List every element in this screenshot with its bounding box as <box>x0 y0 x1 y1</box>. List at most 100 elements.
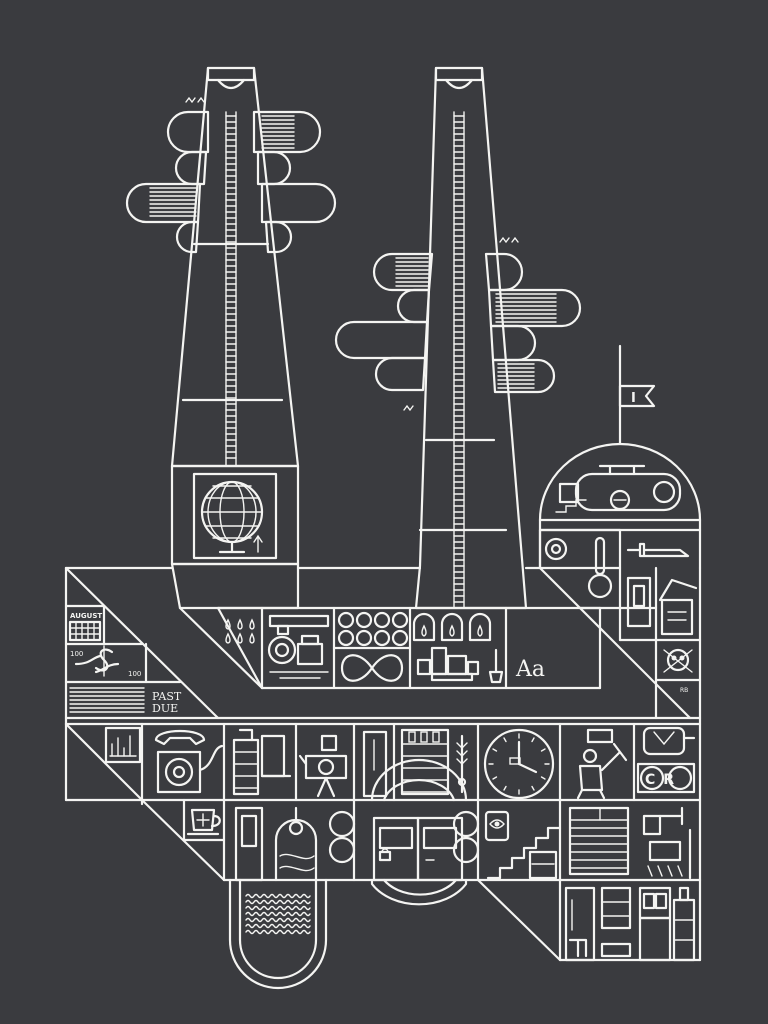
sword-icon <box>626 542 690 558</box>
globe-panel <box>170 464 300 566</box>
left-smokestack <box>170 66 300 610</box>
bill-high-value: 100 <box>128 670 141 678</box>
clock-tick <box>540 776 546 780</box>
dollar-bill-icon: 100 100 <box>70 645 141 678</box>
clock-icon <box>483 728 555 800</box>
flask <box>468 612 492 642</box>
clock-tick <box>503 785 507 791</box>
flask-drop <box>477 624 483 637</box>
office-door-icon <box>234 806 264 882</box>
raindrop <box>225 632 231 644</box>
tools-rack-icon <box>642 806 692 880</box>
bottle <box>408 731 416 743</box>
water-wave <box>245 893 311 899</box>
grid-circle <box>355 629 373 647</box>
bottle <box>420 731 428 743</box>
telescope-icon <box>555 464 682 513</box>
past-due-line2: DUE <box>152 702 178 715</box>
raindrop <box>237 632 243 644</box>
flag-icon <box>618 384 656 408</box>
water-wave <box>245 905 311 911</box>
grid-circle <box>373 629 391 647</box>
rain-drops-icon <box>225 618 255 644</box>
raindrop <box>249 618 255 630</box>
drawers-icon <box>672 898 696 962</box>
boxes-icon <box>416 646 480 682</box>
raindrop <box>249 632 255 644</box>
flag-letter: I <box>631 391 636 406</box>
door-tall-icon <box>362 730 388 798</box>
raindrop <box>225 618 231 630</box>
chair-icon <box>568 938 588 958</box>
flasks-icon <box>412 612 492 642</box>
oil-can-icon <box>642 726 696 756</box>
files-frame <box>568 806 630 876</box>
clock-tick <box>492 748 498 752</box>
clock-tick <box>492 776 498 780</box>
desk-frame <box>232 738 260 796</box>
grid-circle <box>337 611 355 629</box>
water-wave <box>245 923 311 929</box>
flask <box>440 612 464 642</box>
copyright-badges: CR <box>636 762 696 794</box>
calendar-icon <box>68 620 102 642</box>
flask-drop <box>421 624 427 637</box>
clock-tick <box>503 737 507 743</box>
globe-icon <box>200 480 264 554</box>
desk-drawers-icon <box>232 728 292 796</box>
room-door-icon <box>564 886 596 962</box>
left-smoke-cloud <box>125 96 337 254</box>
grid-circle <box>337 629 355 647</box>
bed-icon <box>600 942 632 958</box>
typeface-sample: Aa <box>515 657 545 682</box>
cabinet-icon <box>626 576 652 628</box>
water-waves <box>245 893 311 935</box>
flask <box>412 612 436 642</box>
bill-low-value: 100 <box>70 650 83 658</box>
grid-circle <box>373 611 391 629</box>
ledger-lines <box>69 687 145 713</box>
water-wave <box>245 899 311 905</box>
copyright-letters: CR <box>645 772 682 788</box>
past-due-line1: PAST <box>152 690 182 703</box>
desk-monitor <box>260 734 286 778</box>
desk-lamp <box>238 728 254 742</box>
padlock-icon <box>378 850 392 862</box>
right-smokestack <box>414 66 528 610</box>
calendar-month: AUGUST <box>70 612 102 620</box>
observatory-dome: I <box>538 344 702 599</box>
infinity-icon <box>340 654 404 682</box>
clock-tick <box>540 748 546 752</box>
bookshelf-icon <box>400 728 450 796</box>
worker-figure-icon <box>576 728 628 800</box>
trash-bin-icon <box>658 578 698 636</box>
filing-shelves-icon <box>568 806 630 876</box>
eye-icon <box>484 810 510 842</box>
shelf-frame <box>400 728 450 796</box>
wheat-icon <box>456 734 468 794</box>
life-ring-icon <box>544 537 568 561</box>
bottle <box>432 731 440 743</box>
double-doors-icon <box>372 816 464 882</box>
figure-eight-icon <box>328 810 356 864</box>
water-tank <box>228 878 328 990</box>
signature: RB <box>680 687 688 694</box>
calendar-frame <box>68 620 102 642</box>
shovel-icon <box>488 648 504 684</box>
water-wave <box>245 917 311 923</box>
skull-icon <box>663 648 693 673</box>
water-wave <box>245 929 311 935</box>
circles-grid-icon <box>337 611 409 647</box>
grid-circle <box>355 611 373 629</box>
projector-icon <box>298 734 348 798</box>
grid-circle <box>391 629 409 647</box>
right-smoke-cloud <box>334 236 582 412</box>
typewriter-icon <box>267 614 330 679</box>
clock-tick <box>531 785 535 791</box>
water-wave <box>245 911 311 917</box>
figure-eight-right-icon <box>452 810 480 864</box>
thermometer-icon <box>587 536 613 599</box>
flask-drop <box>449 624 455 637</box>
